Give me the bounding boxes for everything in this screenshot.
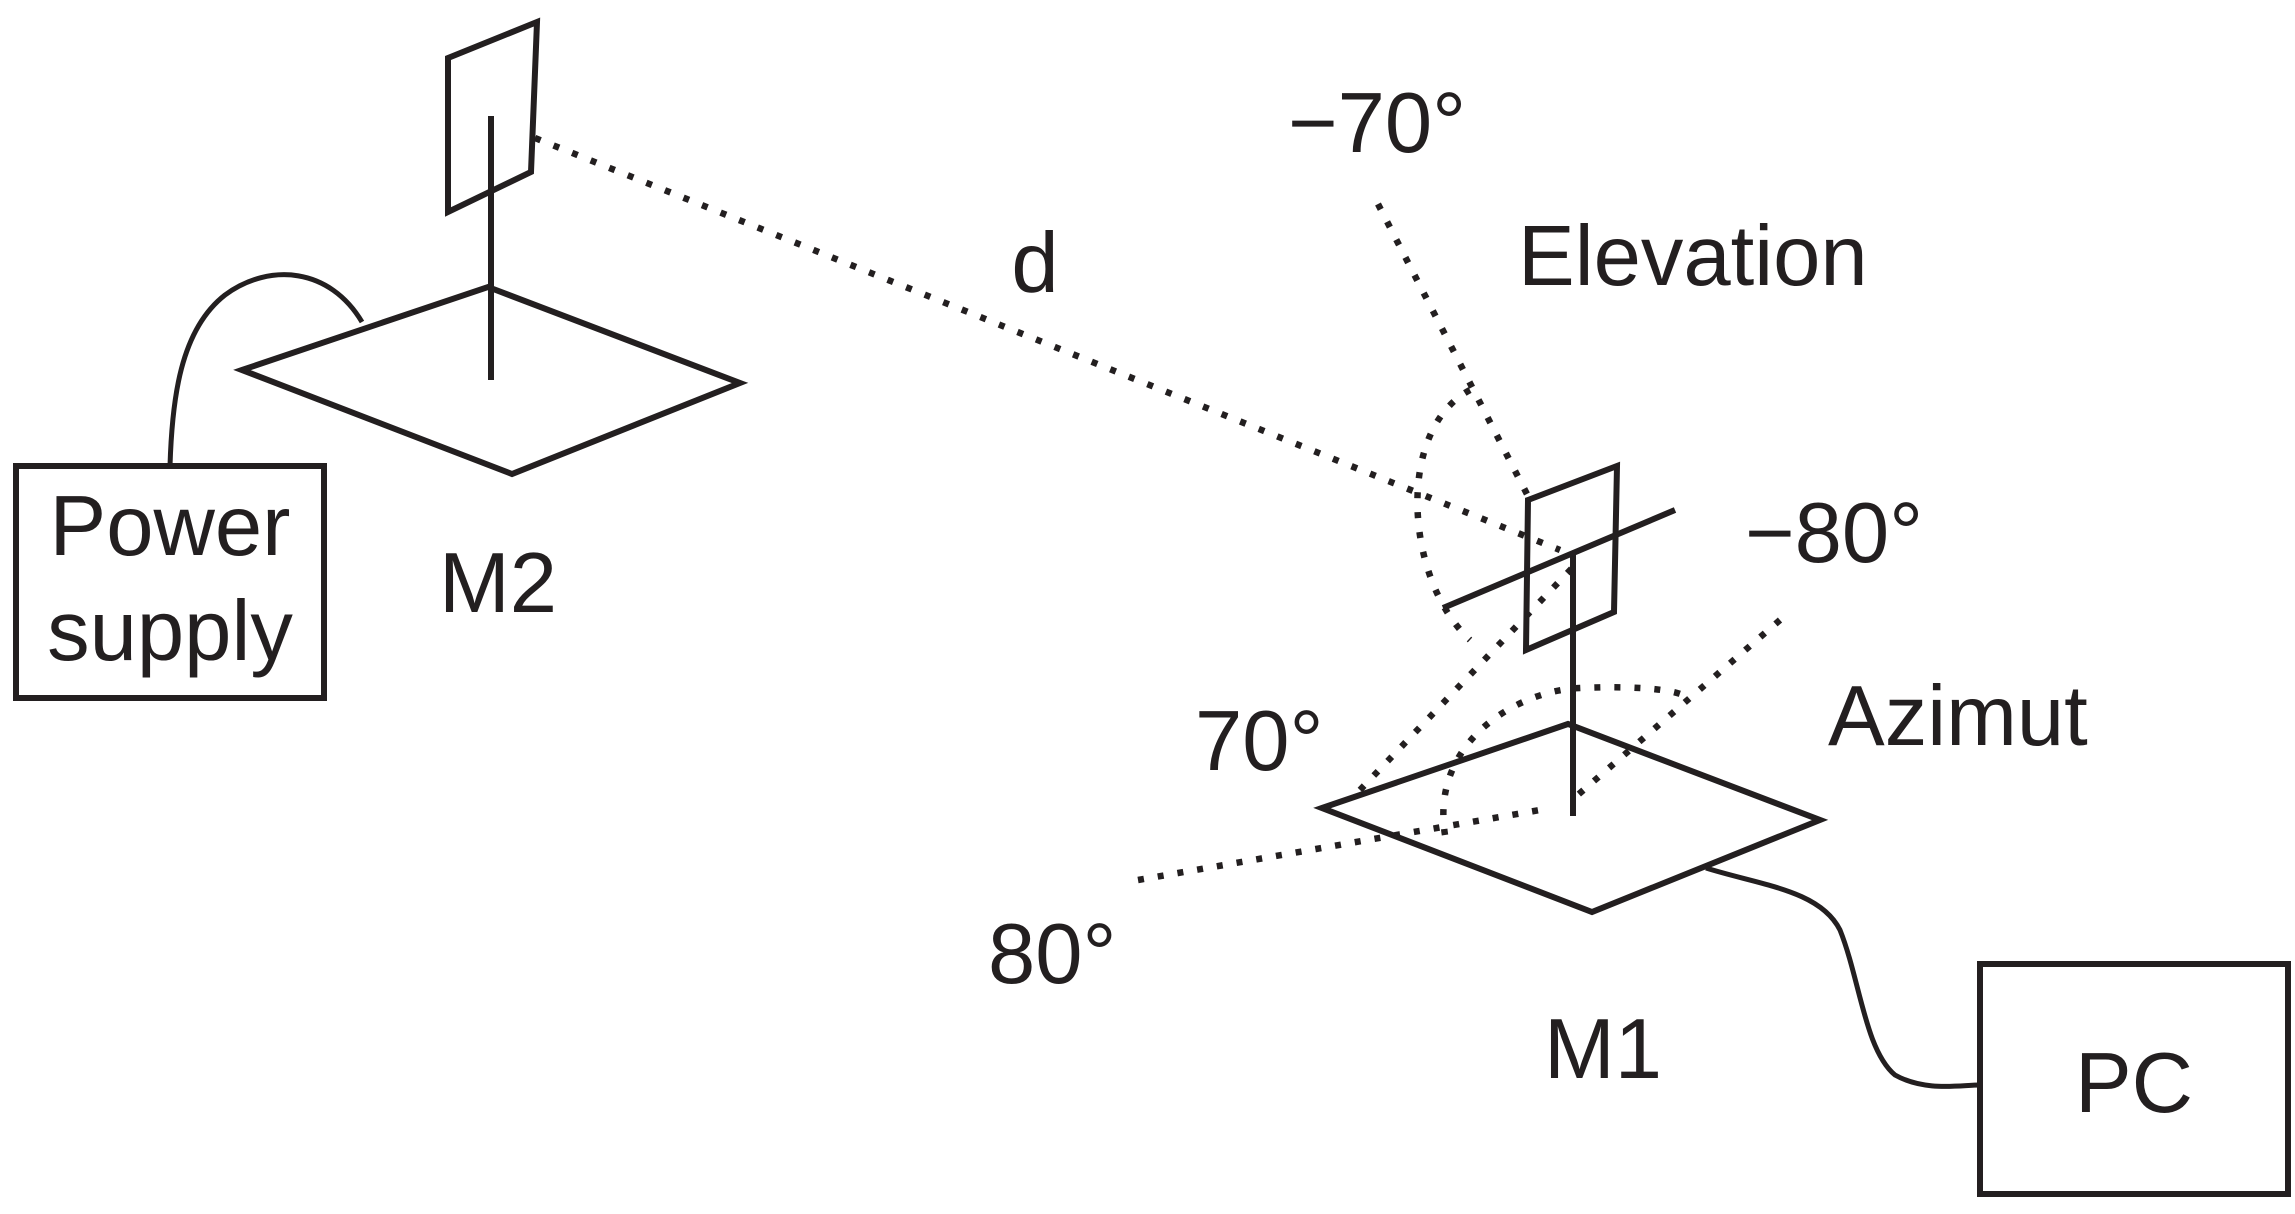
power-supply: Power supply (13, 463, 327, 701)
pc: PC (1977, 961, 2291, 1197)
elevation-negative-angle: −70° (1288, 76, 1466, 171)
distance-line (533, 134, 1562, 554)
azimuth-range: Azimut −80° 80° (988, 486, 2088, 1002)
power-cable (167, 272, 365, 467)
elevation-positive-angle: 70° (1195, 694, 1324, 789)
pc-cable (1705, 865, 1981, 1089)
azimuth-positive-angle: 80° (988, 907, 1117, 1002)
m2-antenna-unit: M2 (233, 17, 749, 631)
elevation-limit-line-negative (1375, 202, 1533, 502)
azimuth-limit-line-positive (1137, 806, 1541, 884)
azimut-label: Azimut (1828, 669, 2088, 764)
elevation-arc (1414, 387, 1473, 643)
m1-base-platform (1313, 720, 1829, 916)
m1-label: M1 (1544, 1002, 1662, 1097)
distance-label: d (1011, 216, 1058, 311)
elevation-range: Elevation −70° 70° (1195, 76, 1868, 793)
azimuth-negative-angle: −80° (1745, 486, 1923, 581)
azimuth-limit-line-negative (1569, 617, 1783, 803)
power-supply-label-line1: Power (50, 479, 291, 574)
pc-box (1977, 961, 2291, 1197)
m2-base-platform (233, 283, 749, 478)
azimuth-arc (1440, 684, 1687, 836)
m1-antenna-unit: M1 (1313, 461, 1829, 1097)
power-supply-label-line2: supply (47, 584, 293, 679)
elevation-label: Elevation (1518, 209, 1868, 304)
m2-label: M2 (439, 536, 557, 631)
pc-label: PC (2075, 1036, 2193, 1131)
m1-crossbar (1441, 507, 1677, 611)
m2-antenna-panel (445, 17, 541, 217)
m1-antenna-panel (1522, 461, 1621, 655)
